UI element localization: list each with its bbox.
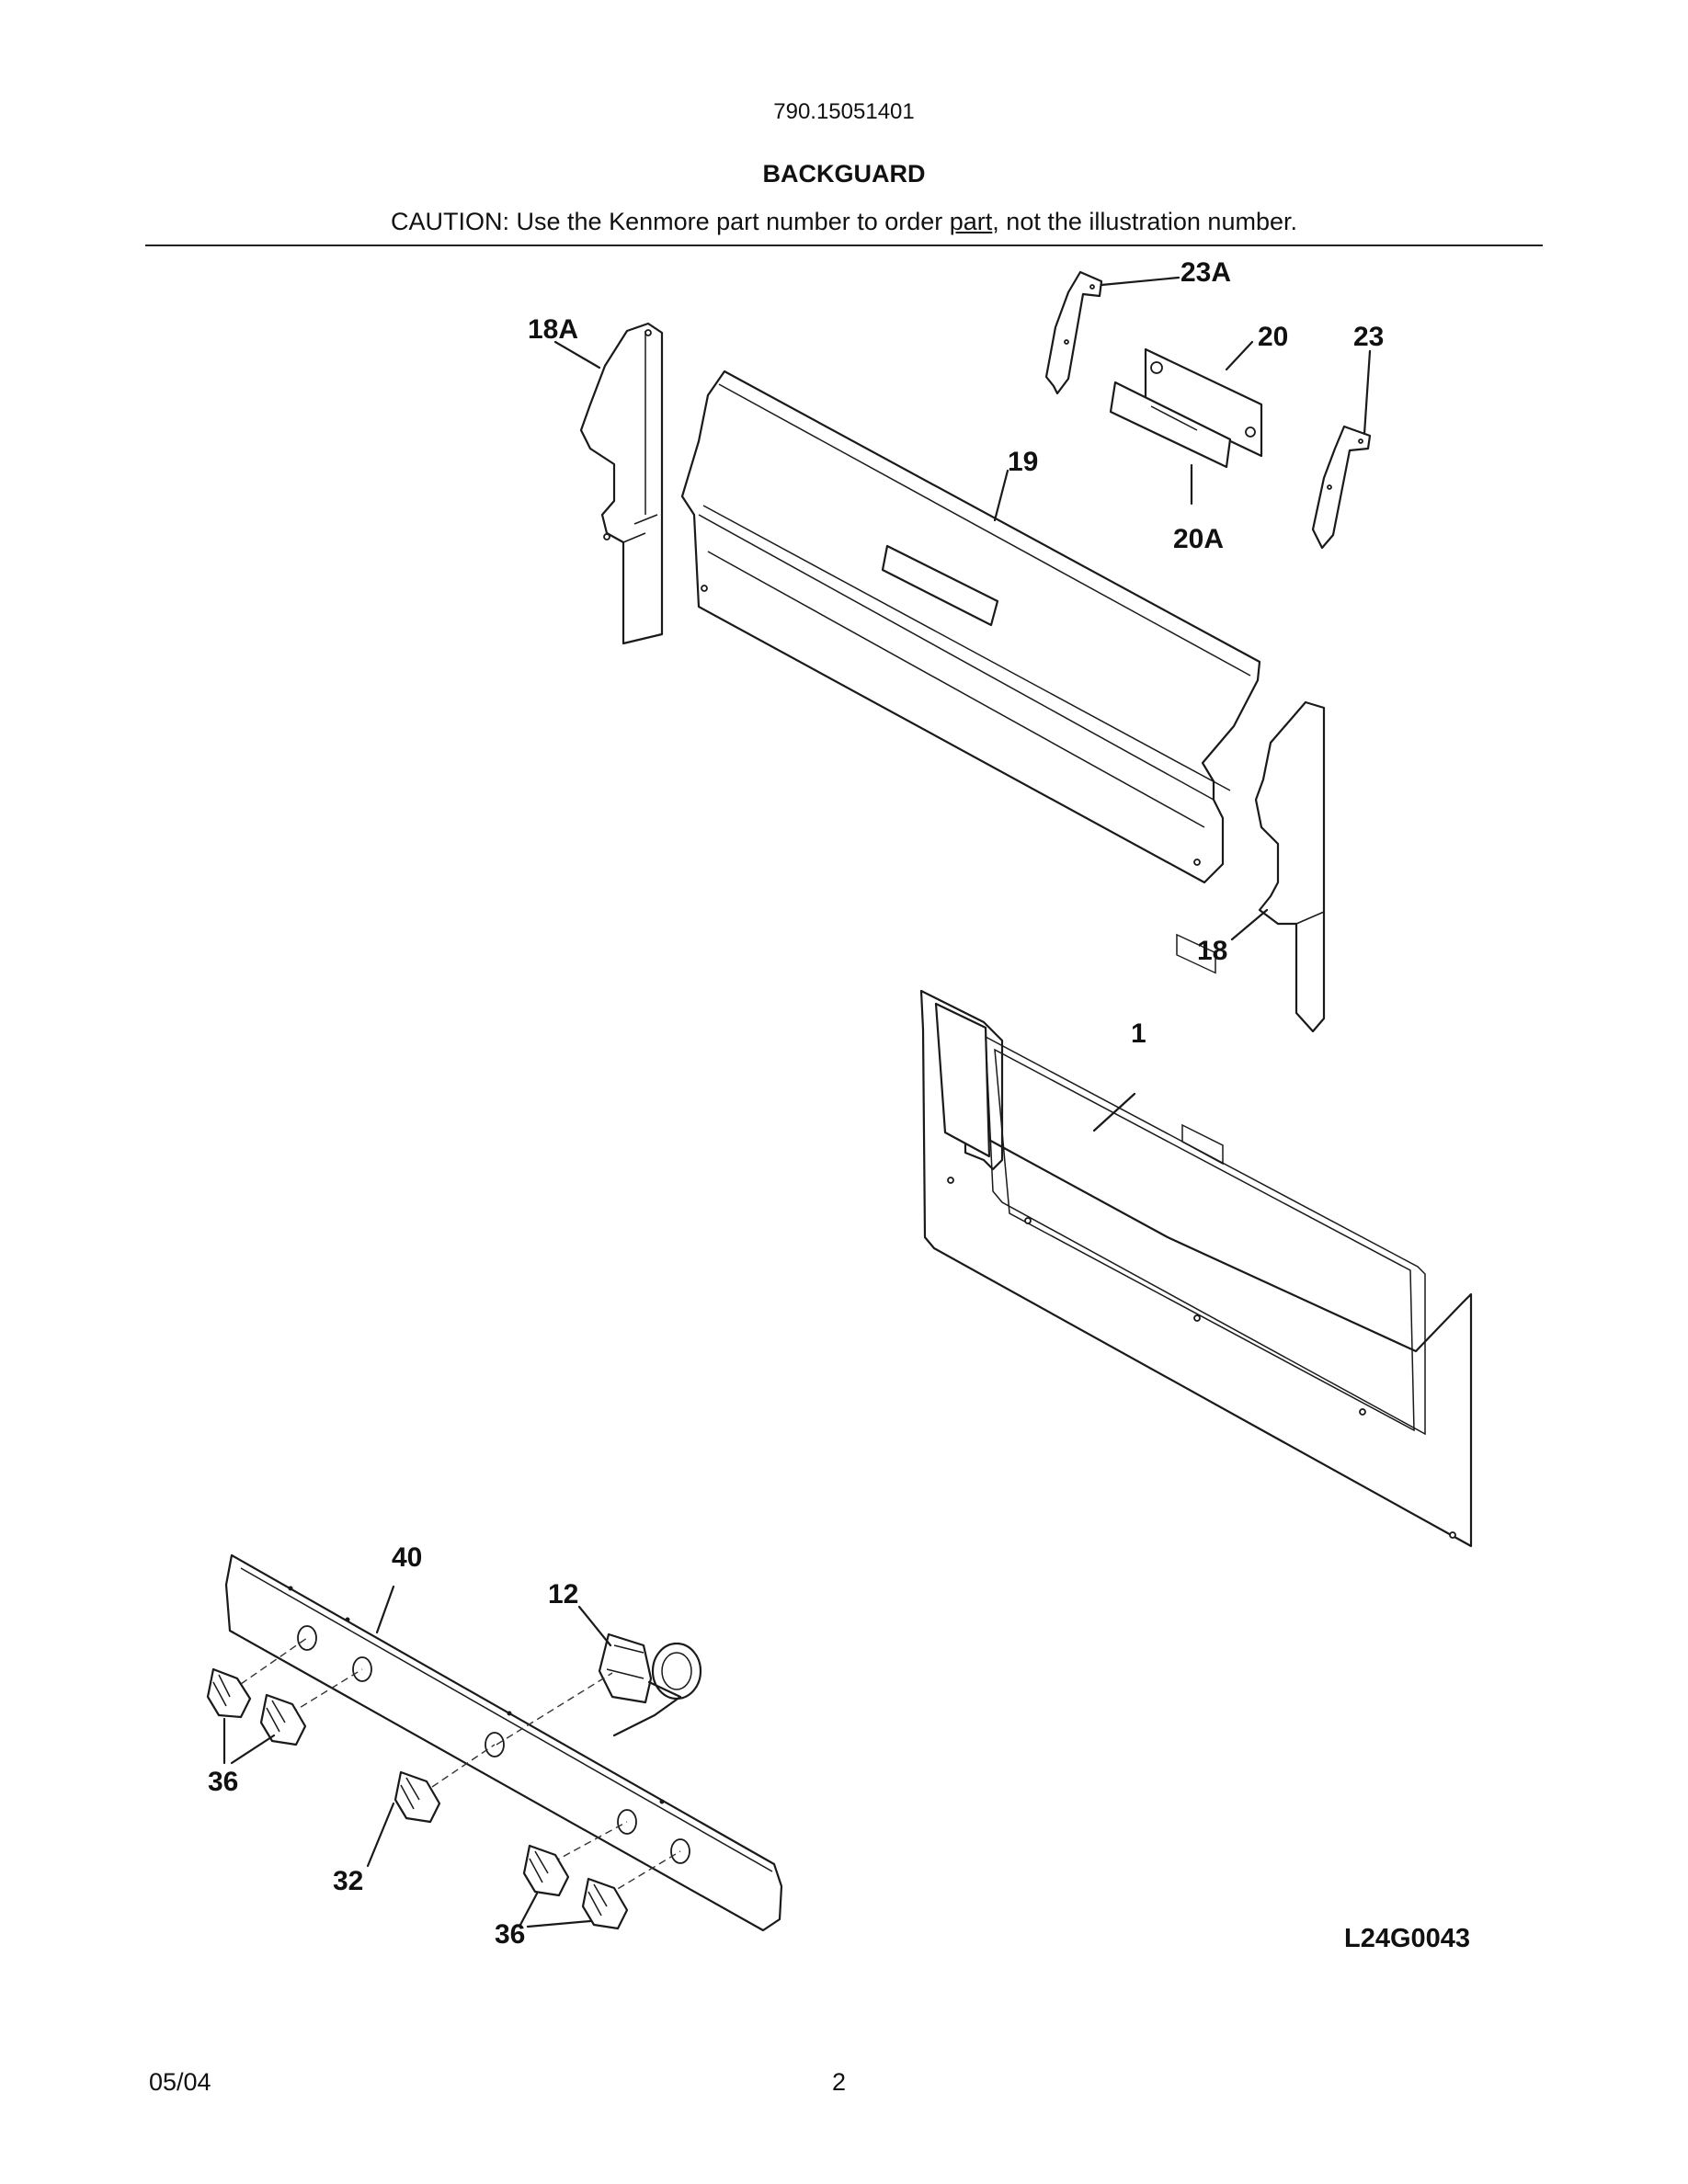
section-title: BACKGUARD [762,160,926,188]
callout-36-left: 36 [208,1767,239,1797]
header-divider [145,245,1543,246]
callout-18a: 18A [528,314,579,345]
part-1-rear-panel [919,989,1473,1548]
knob-36-right-a [522,1844,570,1897]
callout-1: 1 [1131,1018,1146,1049]
callout-18: 18 [1197,936,1228,966]
part-18-bracket [1254,700,1326,1033]
part-18a-bracket [579,322,664,645]
leader-lines [222,276,1372,1928]
callout-32: 32 [333,1866,364,1896]
page-number: 2 [832,2068,847,2096]
callout-23: 23 [1353,322,1385,352]
callout-19: 19 [1008,447,1039,477]
drawing-code: L24G0043 [1344,1924,1471,1953]
callout-23a: 23A [1180,257,1232,288]
part-20-clock-control [1144,347,1263,974]
callout-12: 12 [548,1579,579,1610]
caution-text-end: , not the illustration number. [992,208,1297,235]
part-19-backguard [680,370,1261,884]
caution-underlined-word: part [949,208,993,235]
model-number: 790.15051401 [773,99,915,124]
knob-36-left-b [259,1693,307,1746]
part-40-control-panel [224,1553,783,1932]
knob-32-center [393,1770,441,1824]
footer-date: 05/04 [149,2068,211,2096]
knob-36-right-b [581,1877,629,1930]
callout-36-right: 36 [495,1919,526,1950]
caution-text: CAUTION: Use the Kenmore part number to … [391,208,950,235]
part-20a-overlay [1109,381,1232,469]
part-23a-bracket [1044,270,1103,395]
caution-note: CAUTION: Use the Kenmore part number to … [0,208,1688,236]
callout-40: 40 [392,1542,423,1573]
callout-20: 20 [1258,322,1289,352]
part-23-bracket [1311,425,1372,550]
part-12-thermostat [598,1632,702,1737]
knob-36-left-a [206,1667,252,1719]
callout-20a: 20A [1173,524,1225,554]
